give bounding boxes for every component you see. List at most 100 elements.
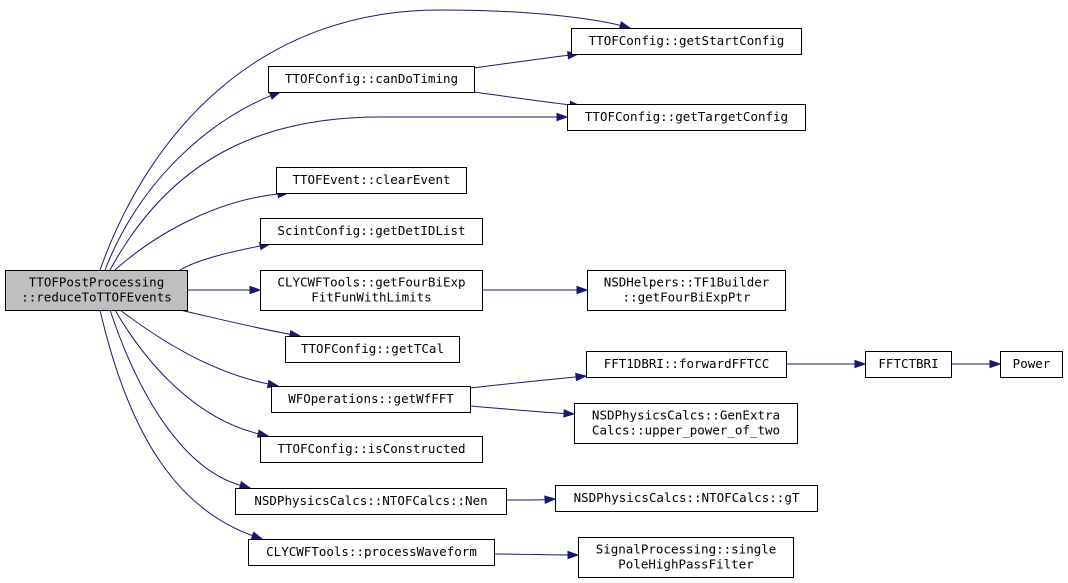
node-candotiming[interactable]: TTOFConfig::canDoTiming [268, 66, 475, 93]
node-label: ::reduceToTTOFEvents [21, 290, 172, 305]
node-tcal[interactable]: TTOFConfig::getTCal [285, 336, 460, 363]
edge-root-to-targetconfig [109, 112, 569, 271]
node-box[interactable] [574, 403, 798, 444]
node-box[interactable] [248, 539, 495, 566]
edge-line [119, 309, 270, 385]
edge-line [179, 309, 292, 335]
node-isconstructed[interactable]: TTOFConfig::isConstructed [260, 436, 483, 463]
call-nodes: TTOFPostProcessing::reduceToTTOFEventsTT… [5, 28, 1063, 578]
arrow-head [268, 91, 282, 100]
node-processwaveform[interactable]: CLYCWFTools::processWaveform [248, 539, 495, 566]
node-box[interactable] [865, 351, 952, 378]
node-getwffft[interactable]: WFOperations::getWfFFT [271, 386, 471, 413]
node-nen[interactable]: NSDPhysicsCalcs::NTOFCalcs::Nen [235, 488, 507, 515]
arrow-head [989, 359, 1002, 369]
node-box[interactable] [260, 436, 483, 463]
edge-line [109, 309, 242, 487]
node-label: ::getFourBiExpPtr [623, 290, 751, 305]
node-box[interactable] [260, 218, 483, 245]
node-box[interactable] [5, 270, 188, 311]
edge-getwffft-to-forwardfftcc [469, 372, 588, 389]
node-forwardfftcc[interactable]: FFT1DBRI::forwardFFTCC [586, 351, 787, 378]
node-label: TTOFPostProcessing [29, 275, 164, 290]
node-highpass[interactable]: SignalProcessing::singlePoleHighPassFilt… [578, 537, 794, 578]
node-label: TTOFConfig::canDoTiming [285, 71, 458, 86]
node-label: TTOFConfig::isConstructed [277, 441, 465, 456]
node-label: Calcs::upper_power_of_two [592, 423, 780, 438]
arrow-head [854, 359, 867, 369]
node-startconfig[interactable]: TTOFConfig::getStartConfig [571, 28, 802, 55]
node-box[interactable] [235, 488, 507, 515]
node-label: NSDPhysicsCalcs::GenExtra [592, 408, 780, 423]
edge-root-to-tcal [179, 309, 302, 339]
edge-fourbiexp-to-tf1builder [482, 285, 589, 295]
edge-line [473, 91, 572, 106]
node-fourbiexp[interactable]: CLYCWFTools::getFourBiExpFitFunWithLimit… [260, 270, 483, 311]
node-root[interactable]: TTOFPostProcessing::reduceToTTOFEvents [5, 270, 188, 311]
node-label: PoleHighPassFilter [618, 557, 754, 572]
node-label: NSDHelpers::TF1Builder [604, 275, 770, 290]
edge-root-to-getwffft [119, 309, 280, 389]
node-label: FFT1DBRI::forwardFFTCC [604, 356, 770, 371]
arrow-head [567, 550, 580, 560]
edge-root-to-candotiming [104, 91, 282, 271]
node-label: FFTCTBRI [878, 356, 938, 371]
edge-root-to-isconstructed [114, 309, 270, 438]
node-upperpower[interactable]: NSDPhysicsCalcs::GenExtraCalcs::upper_po… [574, 403, 798, 444]
node-label: FitFunWithLimits [311, 290, 431, 305]
node-label: NSDPhysicsCalcs::NTOFCalcs::gT [574, 490, 800, 505]
edge-line [469, 376, 578, 389]
node-tf1builder[interactable]: NSDHelpers::TF1Builder::getFourBiExpPtr [587, 270, 786, 311]
node-gt[interactable]: NSDPhysicsCalcs::NTOFCalcs::gT [555, 485, 818, 512]
node-label: NSDPhysicsCalcs::NTOFCalcs::Nen [254, 493, 487, 508]
node-box[interactable] [271, 386, 471, 413]
call-edges [99, 9, 1002, 560]
node-label: WFOperations::getWfFFT [288, 391, 454, 406]
arrow-head [576, 285, 589, 295]
node-box[interactable] [586, 351, 787, 378]
node-box[interactable] [260, 270, 483, 311]
node-box[interactable] [285, 336, 460, 363]
node-label: CLYCWFTools::getFourBiExp [277, 275, 465, 290]
node-box[interactable] [578, 537, 794, 578]
node-box[interactable] [567, 104, 806, 131]
node-label: CLYCWFTools::processWaveform [266, 544, 477, 559]
arrow-head [556, 112, 569, 122]
node-detidlist[interactable]: ScintConfig::getDetIDList [260, 218, 483, 245]
edge-fftctbri-to-power [951, 359, 1002, 369]
edge-line [114, 309, 260, 435]
arrow-head [238, 481, 252, 490]
node-clearevent[interactable]: TTOFEvent::clearEvent [276, 167, 467, 194]
edge-line [99, 309, 254, 537]
node-box[interactable] [1000, 351, 1063, 378]
node-targetconfig[interactable]: TTOFConfig::getTargetConfig [567, 104, 806, 131]
edge-candotiming-to-startconfig [473, 50, 580, 69]
edge-forwardfftcc-to-fftctbri [786, 359, 867, 369]
node-label: Power [1013, 356, 1051, 371]
edge-line [179, 245, 262, 271]
arrow-head [575, 372, 588, 382]
node-power[interactable]: Power [1000, 351, 1063, 378]
edge-line [473, 54, 570, 69]
edge-nen-to-gt [505, 495, 557, 505]
arrow-head [544, 495, 557, 505]
node-label: TTOFConfig::getTargetConfig [585, 109, 788, 124]
node-box[interactable] [555, 485, 818, 512]
edge-line [469, 405, 566, 414]
node-label: ScintConfig::getDetIDList [277, 223, 465, 238]
node-fftctbri[interactable]: FFTCTBRI [865, 351, 952, 378]
edge-line [104, 94, 272, 271]
node-box[interactable] [268, 66, 475, 93]
arrow-head [563, 409, 576, 418]
arrow-head [250, 531, 264, 540]
node-label: SignalProcessing::single [596, 542, 777, 557]
node-label: TTOFEvent::clearEvent [292, 172, 450, 187]
edge-candotiming-to-targetconfig [473, 91, 582, 110]
node-label: TTOFConfig::getStartConfig [589, 33, 785, 48]
node-box[interactable] [276, 167, 467, 194]
node-box[interactable] [571, 28, 802, 55]
edge-line [114, 193, 280, 271]
edge-line [109, 116, 558, 271]
node-box[interactable] [587, 270, 786, 311]
